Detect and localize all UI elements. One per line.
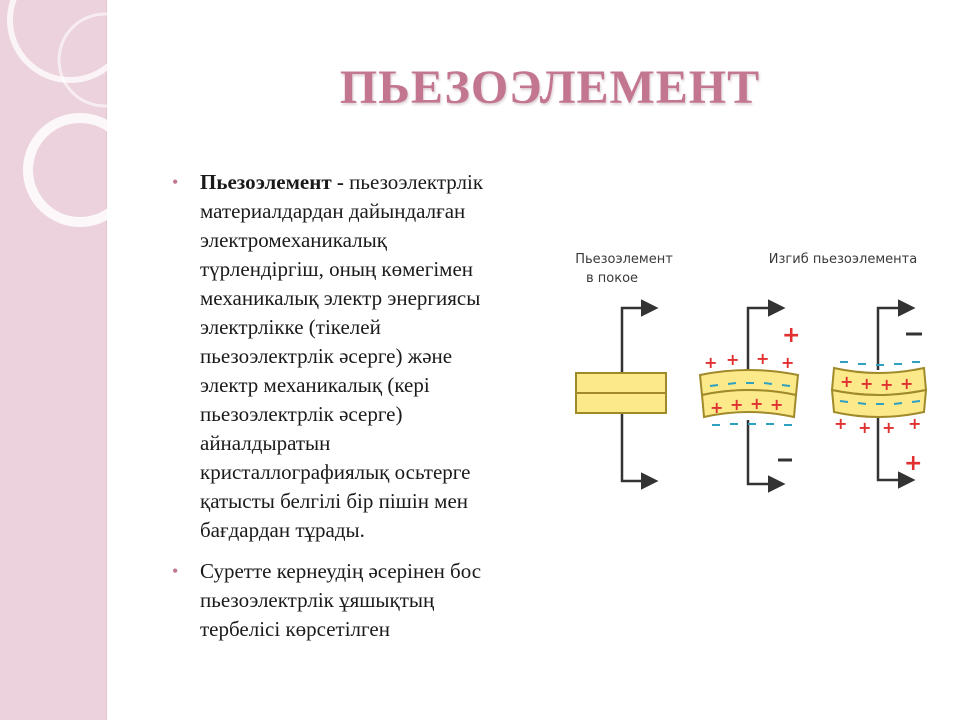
minus-sign [763, 382, 773, 385]
wire-bottom [620, 414, 659, 490]
label-rest-line2: в покое [586, 271, 638, 286]
plus-sign: + [840, 372, 853, 391]
text-line: электр механикалық (кері [200, 373, 430, 397]
plus-sign: + [904, 451, 922, 476]
wire-top [620, 299, 659, 373]
plus-sign: + [756, 349, 769, 368]
panel-rest [575, 299, 667, 490]
wire-bottom [876, 416, 916, 489]
plus-sign: + [900, 374, 913, 393]
label-bend: Изгиб пьезоэлемента [769, 252, 917, 267]
plus-sign: + [880, 375, 893, 394]
text-block: • Пьезоэлемент - пьезоэлектрлік материал… [168, 168, 528, 656]
text-line: қатысты белгілі бір пішін мен [200, 489, 469, 513]
plus-sign: + [770, 395, 783, 414]
text-line: материалдардан дайындалған [200, 199, 466, 223]
minus-sign [709, 384, 719, 387]
plus-sign: + [726, 350, 739, 369]
label-rest-line1: Пьезоэлемент [575, 252, 673, 267]
decorative-circles [7, 0, 140, 227]
text-line: Суретте кернеудің әсерінен бос [200, 559, 482, 583]
text-line: электрлікке (тікелей [200, 315, 381, 339]
minus-marks [709, 382, 792, 426]
plate-bottom [575, 392, 667, 414]
text-line: пьезоэлектрлік әсерге) және [200, 344, 453, 368]
plus-sign: + [858, 418, 871, 437]
wire-bottom [746, 420, 786, 493]
text-line: механикалық электр энергиясы [200, 286, 481, 310]
text-line: пьезоэлектрлік ұяшықтың [200, 588, 435, 612]
minus-sign [911, 400, 921, 403]
plus-sign: + [704, 353, 717, 372]
panel-bend-up: + + + + + + + + + [830, 299, 928, 489]
piezo-diagram: Пьезоэлемент в покое Изгиб пьезоэлемента… [575, 252, 928, 493]
plus-sign: + [730, 395, 743, 414]
bullet-dot-icon: • [172, 172, 179, 192]
wire-top [876, 299, 916, 370]
minus-sign [839, 400, 849, 403]
plus-sign: + [860, 374, 873, 393]
minus-sign [781, 384, 791, 387]
bullet-figure-caption: • Суретте кернеудің әсерінен бос пьезоэл… [168, 557, 528, 644]
plus-sign: + [782, 323, 800, 348]
term-separator: - [331, 170, 350, 194]
plus-sign: + [834, 414, 847, 433]
text-line: түрлендіргіш, оның көмегімен [200, 257, 474, 281]
plus-sign: + [908, 414, 921, 433]
minus-marks [839, 361, 921, 405]
minus-sign [893, 402, 903, 405]
text-line: айналдыратын [200, 431, 331, 455]
panel-bend-down: + + + + + + + + + [698, 299, 800, 493]
minus-sign [857, 402, 867, 405]
bullet-definition: • Пьезоэлемент - пьезоэлектрлік материал… [168, 168, 528, 545]
minus-sign [727, 382, 737, 385]
text-line-part: пьезоэлектрлік [349, 170, 484, 194]
slide-title: ПЬЕЗОЭЛЕМЕНТ [339, 61, 761, 114]
text-line: бағдардан тұрады. [200, 518, 365, 542]
plus-sign: + [882, 418, 895, 437]
text-line: Пьезоэлемент - пьезоэлектрлік [200, 168, 528, 197]
plus-marks: + + + + + + + + + [704, 323, 800, 417]
text-line: кристаллографиялық осьтерге [200, 460, 471, 484]
plus-sign: + [710, 398, 723, 417]
text-line: тербелісі көрсетілген [200, 617, 390, 641]
plus-sign: + [750, 394, 763, 413]
term: Пьезоэлемент [200, 170, 332, 194]
wire-top [746, 299, 786, 373]
plate-bottom [700, 389, 798, 419]
bullet-dot-icon: • [172, 561, 179, 581]
plus-sign: + [781, 353, 794, 372]
plate-top [575, 372, 667, 394]
text-line: электромеханикалық [200, 228, 387, 252]
text-line: пьезоэлектрлік әсерге) [200, 402, 403, 426]
plus-marks: + + + + + + + + + [834, 372, 922, 476]
